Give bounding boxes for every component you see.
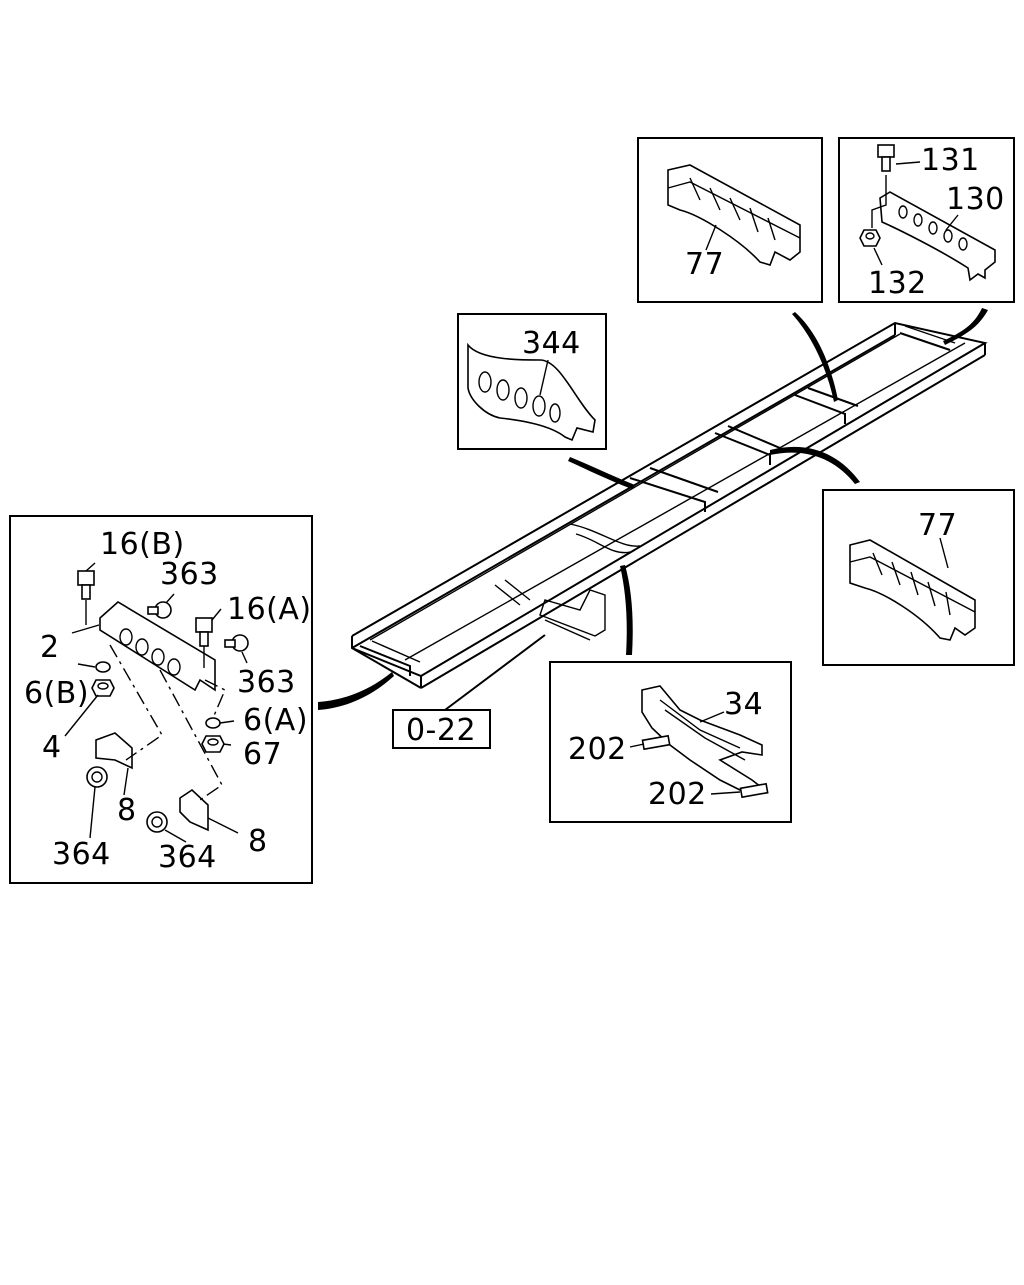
label-6a: 6(A) (243, 703, 308, 738)
label-202-lower: 202 (648, 777, 707, 812)
label-77-right: 77 (918, 508, 957, 543)
label-77-top: 77 (685, 247, 724, 282)
label-363-lower: 363 (237, 665, 296, 700)
detail-box-77-top: 77 (637, 137, 823, 303)
nut-icon (201, 735, 225, 753)
bolt-icon (195, 617, 213, 668)
crossmember-344-part (467, 342, 596, 442)
label-8-right: 8 (248, 824, 268, 859)
label-4: 4 (42, 730, 62, 765)
label-344: 344 (522, 326, 581, 361)
flange-nut-icon (146, 811, 168, 833)
nut-icon (91, 679, 115, 697)
washer-icon (205, 717, 221, 729)
label-34: 34 (724, 687, 763, 722)
label-364-right: 364 (158, 840, 217, 875)
label-8-left: 8 (117, 793, 137, 828)
flange-bolt-icon (224, 634, 249, 652)
nut-icon (859, 229, 881, 247)
label-6b: 6(B) (24, 676, 89, 711)
crossmember-77-part (849, 539, 976, 641)
bolt-icon (77, 570, 95, 625)
label-363-upper: 363 (160, 557, 219, 592)
callout-pointer-34 (620, 565, 633, 655)
detail-box-77-right: 77 (822, 489, 1015, 666)
reference-label: 0-22 (406, 713, 476, 748)
reference-box (392, 709, 491, 749)
label-16a: 16(A) (227, 592, 312, 627)
crossmember-77-part (667, 164, 801, 266)
flange-bolt-icon (147, 601, 172, 619)
label-202-upper: 202 (568, 732, 627, 767)
detail-box-34: 34 202 202 (549, 661, 792, 823)
bolt-icon (877, 144, 895, 172)
detail-box-crossmember: 16(B) 363 16(A) 2 363 6(B) 6(A) 4 67 8 8… (9, 515, 313, 884)
detail-box-344: 344 (457, 313, 607, 450)
callout-pointer-344 (568, 457, 635, 489)
detail-box-130: 131 130 132 (838, 137, 1015, 303)
washer-icon (95, 661, 111, 673)
callout-pointer-130 (943, 308, 988, 345)
crossmember-part (99, 601, 216, 692)
plate-202-part (739, 782, 769, 799)
bracket-part (95, 732, 133, 770)
label-131: 131 (921, 143, 980, 178)
label-2: 2 (40, 630, 60, 665)
callout-pointer-77-right (770, 446, 860, 484)
chassis-frame: 0-22 (351, 321, 988, 749)
label-67: 67 (243, 737, 282, 772)
callout-pointer-77-top (792, 312, 838, 402)
label-364-left: 364 (52, 837, 111, 872)
crossmember-130-part (879, 191, 996, 282)
label-16b: 16(B) (100, 527, 185, 562)
callout-pointer-left (318, 672, 394, 710)
label-132: 132 (868, 266, 927, 301)
flange-nut-icon (86, 766, 108, 788)
reference-leader (444, 634, 546, 711)
label-130: 130 (946, 182, 1005, 217)
